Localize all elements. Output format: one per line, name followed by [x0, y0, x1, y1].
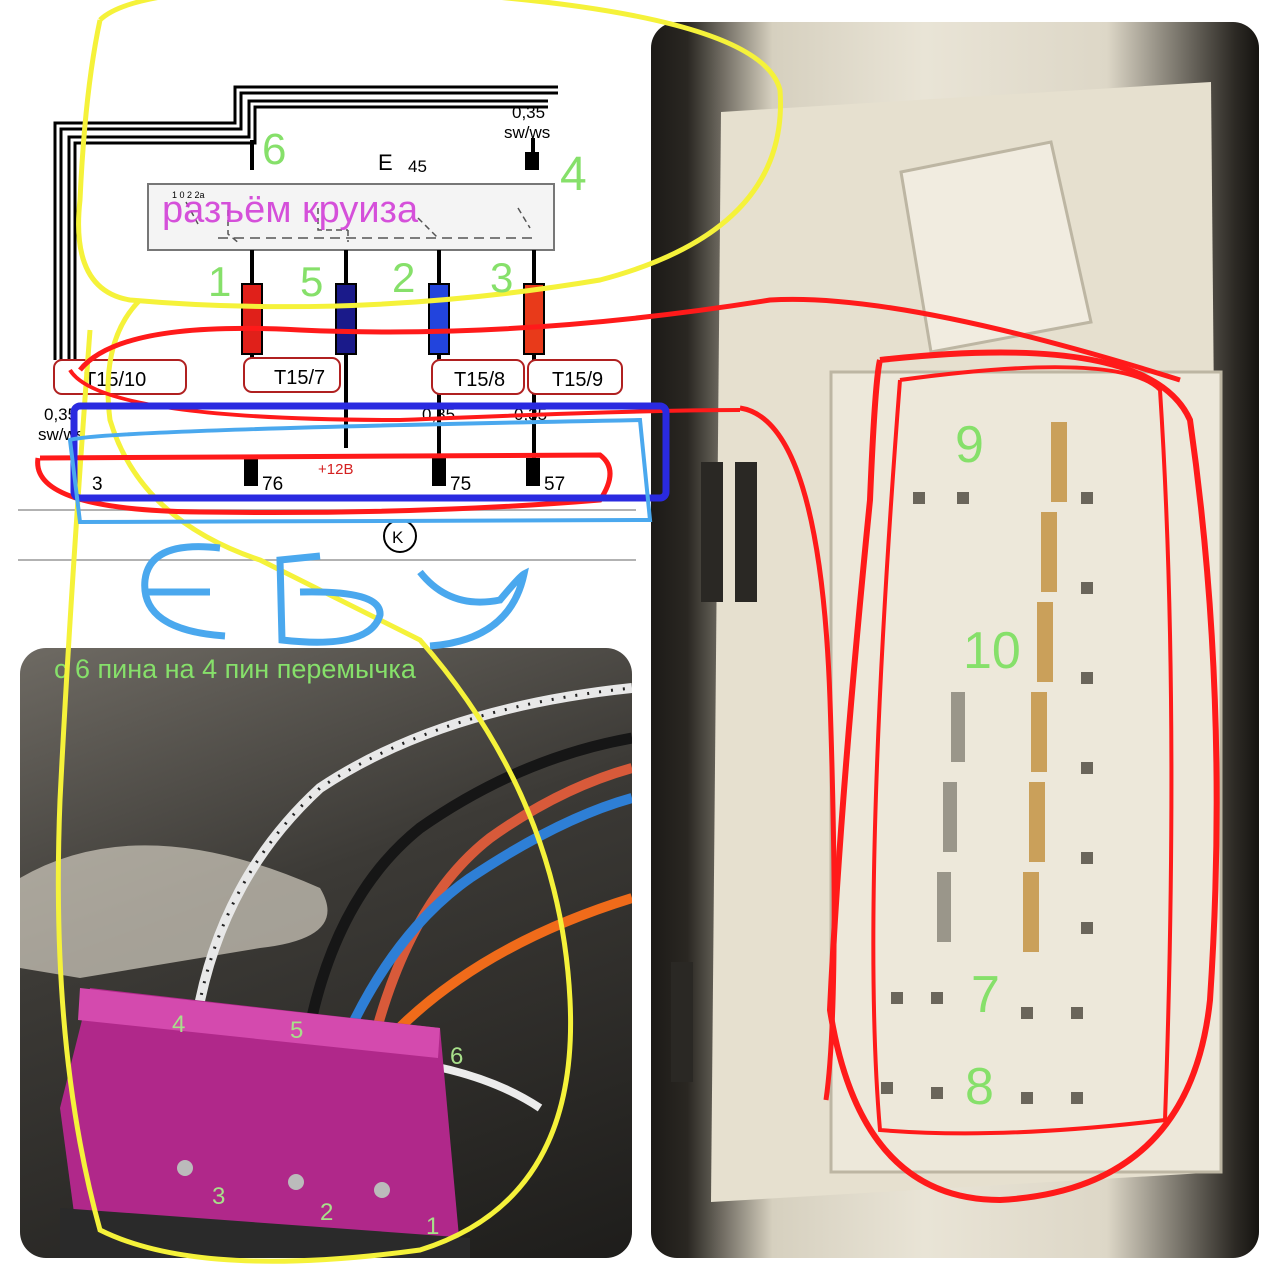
cruise-switch-box [147, 183, 555, 251]
wiring-pin-6: 6 [450, 1043, 463, 1070]
resistor-pin-1 [241, 283, 263, 355]
resistor-pin-5 [335, 283, 357, 355]
pin [1041, 512, 1057, 592]
terminal-marker-75 [432, 458, 446, 486]
top-wire-marker [525, 152, 539, 170]
terminal-76: 76 [262, 474, 283, 495]
background-shroud [20, 845, 328, 978]
terminal-57: 57 [544, 474, 565, 495]
wiring-pin-2: 2 [320, 1199, 333, 1226]
pin [943, 782, 957, 852]
ground-symbol-letter: K [392, 528, 404, 547]
connector-label-T15-10: T15/10 [84, 369, 146, 391]
connector-pin-7: 7 [971, 966, 1000, 1024]
mini-label: 1 0 2 2a [172, 190, 205, 200]
resistor-pin-2 [428, 283, 450, 355]
wiring-harness-photo: с 6 пина на 4 пин перемычка 4 5 6 3 2 1 [20, 648, 632, 1258]
pin-socket-3 [177, 1160, 193, 1176]
wiring-schematic: 0,35 sw/ws E 45 1 0 2 2a T15/10 T15/7 T1… [18, 85, 636, 561]
wiring-harness-drawing: с 6 пина на 4 пин перемычка 4 5 6 3 2 1 [20, 654, 632, 1258]
slot-left-2 [735, 462, 757, 602]
connector-label-T15-8: T15/8 [454, 369, 505, 391]
left-wire-color: sw/ws [38, 425, 84, 444]
pin [937, 872, 951, 942]
pin-socket-1 [374, 1182, 390, 1198]
connector-label-T15-7: T15/7 [274, 367, 325, 389]
pin [1037, 602, 1053, 682]
pin [1023, 872, 1039, 952]
pin [1029, 782, 1045, 862]
schematic-bottom-lines [18, 509, 636, 561]
wiring-pin-4: 4 [172, 1011, 185, 1038]
terminal-left-partial: 3 [92, 474, 103, 495]
ecu-label: ЕБУ [140, 599, 142, 601]
wiring-caption: с 6 пина на 4 пин перемычка [54, 654, 417, 684]
ecu-handwritten-u [417, 567, 529, 650]
wiring-pin-5: 5 [290, 1017, 303, 1044]
slot-left-3 [671, 962, 693, 1082]
pin-field [829, 370, 1223, 1174]
component-letter: E [378, 150, 393, 175]
pin [951, 692, 965, 762]
component-number: 45 [408, 157, 427, 176]
resistor-pin-3 [523, 283, 545, 355]
top-wire-color: sw/ws [504, 123, 550, 142]
terminal-marker-57 [526, 458, 540, 486]
pin [1051, 422, 1067, 502]
terminal-75: 75 [450, 474, 471, 495]
ecu-connector-drawing: 9 10 7 8 [671, 82, 1223, 1202]
terminal-marker-76 [244, 458, 258, 486]
pin-socket-2 [288, 1174, 304, 1190]
left-wire-gauge: 0,35 [44, 405, 77, 424]
wiring-pin-1: 1 [426, 1213, 439, 1240]
slot-left-1 [701, 462, 723, 602]
pin [1031, 692, 1047, 772]
connector-label-T15-9: T15/9 [552, 369, 603, 391]
mid-gauge-b: 0,35 [514, 405, 547, 424]
supply-label: +12В [318, 461, 353, 478]
mid-gauge-a: 0,35 [422, 405, 455, 424]
wiring-schematic-panel: 0,35 sw/ws E 45 1 0 2 2a T15/10 T15/7 T1… [18, 78, 636, 570]
connector-pin-9: 9 [955, 416, 984, 474]
connector-pin-8: 8 [965, 1058, 994, 1116]
connector-pin-10: 10 [963, 622, 1021, 680]
top-wire-gauge: 0,35 [512, 103, 545, 122]
wiring-pin-3: 3 [212, 1183, 225, 1210]
ecu-connector-photo: 9 10 7 8 [651, 22, 1259, 1258]
